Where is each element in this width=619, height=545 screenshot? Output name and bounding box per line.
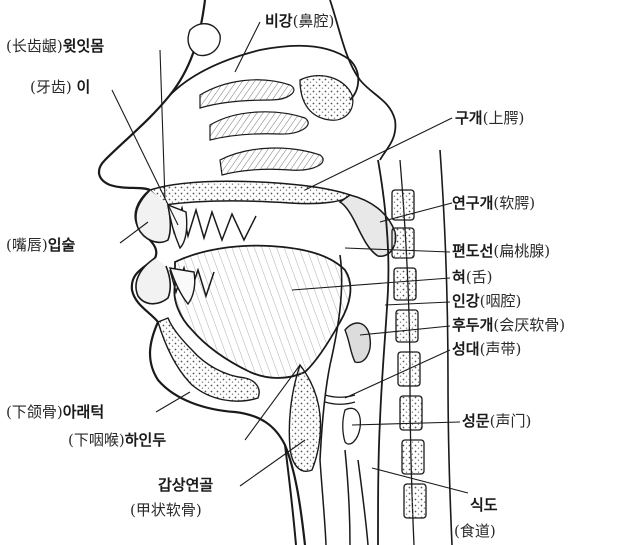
label-nasal-cavity: 비강(鼻腔) — [265, 12, 334, 30]
label-tongue: 혀(舌) — [452, 268, 493, 286]
esophagus-cn: (食道) — [454, 522, 496, 540]
nasal-cavity-cn: (鼻腔) — [293, 12, 335, 30]
epiglottis-kr: 후두개 — [452, 316, 493, 334]
label-vocal-cords: 성대(声带) — [452, 340, 521, 358]
vocal-folds — [325, 395, 355, 404]
teeth-cn: (牙齿) — [30, 78, 72, 96]
vertebrae — [392, 190, 426, 518]
sphenoid-bone — [300, 76, 353, 121]
label-larynx: (下咽喉)하인두 — [68, 431, 166, 449]
label-soft-palate: 연구개(软腭) — [452, 194, 535, 212]
pharynx-kr: 인강 — [452, 292, 480, 310]
teeth-kr: 이 — [77, 78, 91, 96]
tonsil-kr: 편도선 — [452, 242, 493, 260]
label-tonsil: 편도선(扁桃腺) — [452, 242, 550, 260]
nasal-cavity-kr: 비강 — [265, 12, 293, 30]
glottis-kr: 성문 — [462, 412, 490, 430]
larynx-kr: 하인두 — [125, 431, 166, 449]
epiglottis-shape — [345, 323, 370, 362]
hard-palate-cn: (上腭) — [483, 109, 525, 127]
skull-base — [330, 0, 395, 160]
label-glottis: 성문(声门) — [462, 412, 531, 430]
hard-palate-bone — [150, 181, 350, 205]
turbinate-lower — [220, 148, 323, 175]
soft-palate-kr: 연구개 — [452, 194, 493, 212]
thyroid-kr: 갑상연골 — [158, 476, 213, 494]
gum-kr: 윗잇몸 — [63, 37, 104, 55]
turbinate-middle — [210, 112, 308, 140]
turbinate-upper — [200, 80, 294, 108]
lower-lip — [136, 258, 170, 304]
hard-palate-kr: 구개 — [455, 109, 483, 127]
vocal-cords-kr: 성대 — [452, 340, 480, 358]
lips-cn: (嘴唇) — [6, 236, 48, 254]
tongue-cn: (舌) — [466, 268, 493, 286]
tonsil-cn: (扁桃腺) — [493, 242, 550, 260]
label-pharynx: 인강(咽腔) — [452, 292, 521, 310]
pharynx-cn: (咽腔) — [480, 292, 522, 310]
thyroid-cn: (甲状软骨) — [130, 501, 202, 519]
tongue-kr: 혀 — [452, 268, 466, 286]
label-thyroid-cn: (甲状软骨) — [130, 501, 202, 519]
larynx-shape — [289, 365, 320, 471]
label-epiglottis: 후두개(会厌软骨) — [452, 316, 565, 334]
label-hard-palate: 구개(上腭) — [455, 109, 524, 127]
label-gum: (长齿龈)윗잇몸 — [6, 37, 104, 55]
glottis-cn: (声门) — [490, 412, 532, 430]
label-lips: (嘴唇)입술 — [6, 236, 75, 254]
label-esophagus-cn: (食道) — [454, 522, 496, 540]
epiglottis-cn: (会厌软骨) — [493, 316, 565, 334]
label-teeth: (牙齿) 이 — [30, 78, 90, 96]
esophagus-tube — [358, 460, 368, 545]
vocal-cords-cn: (声带) — [480, 340, 522, 358]
label-thyroid-kr: 갑상연골 — [158, 476, 213, 494]
trachea — [320, 450, 350, 545]
lower-jaw-cn: (下颌骨) — [6, 403, 63, 421]
lips-kr: 입술 — [48, 236, 76, 254]
gum-cn: (长齿龈) — [6, 37, 63, 55]
lower-jaw-kr: 아래턱 — [63, 403, 104, 421]
esophagus-kr: 식도 — [470, 496, 498, 514]
soft-palate-cn: (软腭) — [493, 194, 535, 212]
glottis-shape — [343, 408, 361, 444]
frontal-sinus — [188, 24, 220, 56]
larynx-cn: (下咽喉) — [68, 431, 125, 449]
label-esophagus-kr: 식도 — [470, 496, 498, 514]
label-lower-jaw: (下颌骨)아래턱 — [6, 403, 104, 421]
